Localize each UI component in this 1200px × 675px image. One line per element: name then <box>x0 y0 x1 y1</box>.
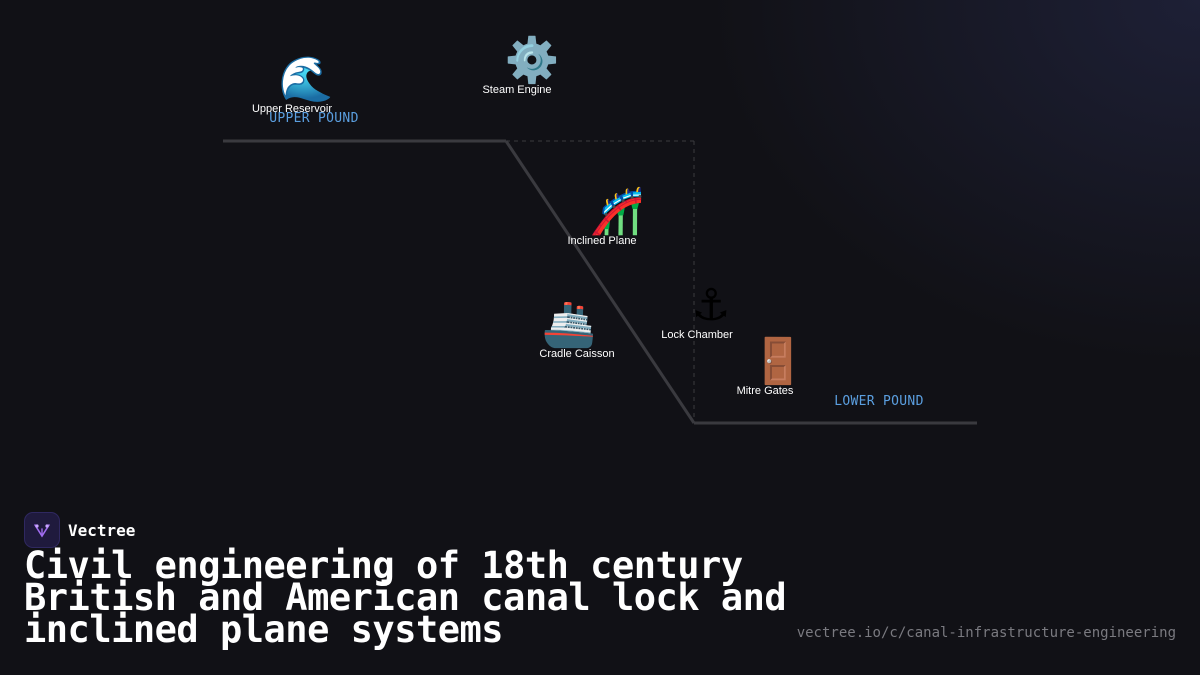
upper-reservoir-label: Upper Reservoir <box>251 103 333 115</box>
incline-line <box>504 140 696 424</box>
mitre-gates-label: Mitre Gates <box>736 385 794 397</box>
upper-pound-label: UPPER POUND <box>269 111 359 126</box>
steam-engine-label: Steam Engine <box>482 84 552 96</box>
lower-pound-label: LOWER POUND <box>834 394 924 409</box>
door-icon: 🚪 <box>750 336 806 387</box>
page-title: Civil engineering of 18th century Britis… <box>24 544 787 651</box>
roller-coaster-icon: 🎢 <box>589 186 645 237</box>
ship-icon: 🚢 <box>541 299 597 350</box>
lock-chamber-label: Lock Chamber <box>661 329 733 341</box>
brand-name: Vectree <box>68 520 136 540</box>
anchor-icon: ⚓ <box>691 280 731 331</box>
source-url[interactable]: vectree.io/c/canal-infrastructure-engine… <box>796 625 1176 641</box>
gear-icon: ⚙️ <box>504 35 560 86</box>
wave-icon: 🌊 <box>278 54 334 105</box>
vectree-logo-icon <box>24 512 60 548</box>
cradle-caisson-label: Cradle Caisson <box>539 348 615 360</box>
brand[interactable]: Vectree <box>24 512 135 548</box>
inclined-plane-label: Inclined Plane <box>567 235 637 247</box>
